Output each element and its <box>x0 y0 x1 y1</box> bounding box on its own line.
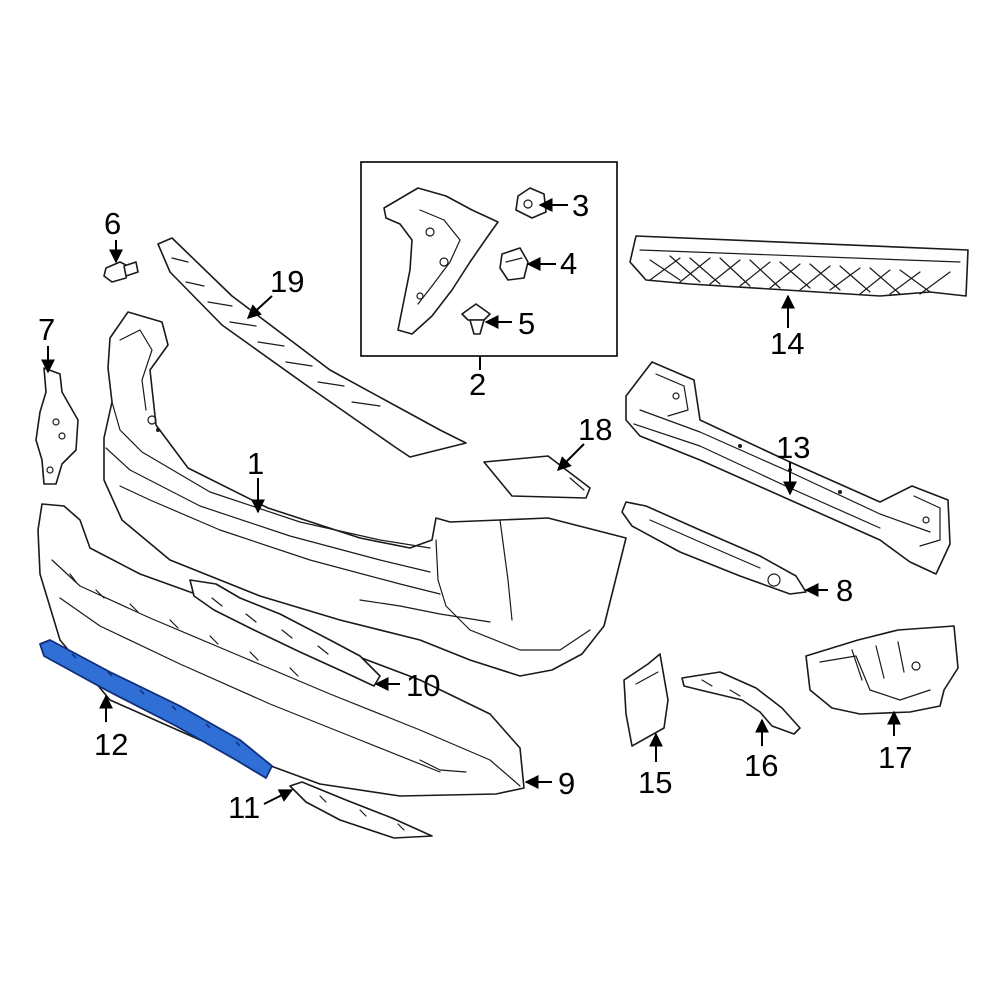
part-19-step-pad[interactable] <box>157 237 467 458</box>
part-17-side-bracket[interactable] <box>805 625 959 715</box>
label-16: 16 <box>744 748 778 783</box>
label-9: 9 <box>558 766 575 801</box>
part-5-push-pin[interactable] <box>461 303 491 335</box>
label-4: 4 <box>560 246 577 281</box>
label-18: 18 <box>578 412 612 447</box>
label-12: 12 <box>94 727 128 762</box>
part-3-clip[interactable] <box>515 187 547 219</box>
label-13: 13 <box>776 430 810 465</box>
label-3: 3 <box>572 188 589 223</box>
part-7-side-bracket[interactable] <box>35 367 79 485</box>
part-12-molding-highlighted[interactable] <box>39 639 273 779</box>
part-15-panel[interactable] <box>623 653 669 747</box>
part-18-cover-plate[interactable] <box>483 455 591 499</box>
inset-box-part-2 <box>360 161 618 357</box>
label-1: 1 <box>247 446 264 481</box>
part-4-nut[interactable] <box>499 247 529 281</box>
part-6-bolt[interactable] <box>103 261 139 283</box>
part-8-bracket-strip[interactable] <box>621 501 807 595</box>
part-1-bumper-cover[interactable] <box>103 311 627 677</box>
part-11-lower-trim[interactable] <box>289 781 433 839</box>
label-8: 8 <box>836 573 853 608</box>
label-11: 11 <box>228 790 260 825</box>
label-14: 14 <box>770 326 804 361</box>
label-17: 17 <box>878 740 912 775</box>
label-19: 19 <box>270 264 304 299</box>
label-10: 10 <box>406 668 440 703</box>
label-6: 6 <box>104 206 121 241</box>
part-2-bracket[interactable] <box>383 187 499 335</box>
label-7: 7 <box>38 312 55 347</box>
leader-19 <box>246 295 273 319</box>
label-5: 5 <box>518 306 535 341</box>
label-15: 15 <box>638 765 672 800</box>
leader-18 <box>557 443 585 471</box>
leader-11 <box>263 789 294 805</box>
label-2: 2 <box>469 367 486 402</box>
part-14-energy-absorber[interactable] <box>629 235 969 297</box>
part-16-trim-bracket[interactable] <box>681 671 801 735</box>
